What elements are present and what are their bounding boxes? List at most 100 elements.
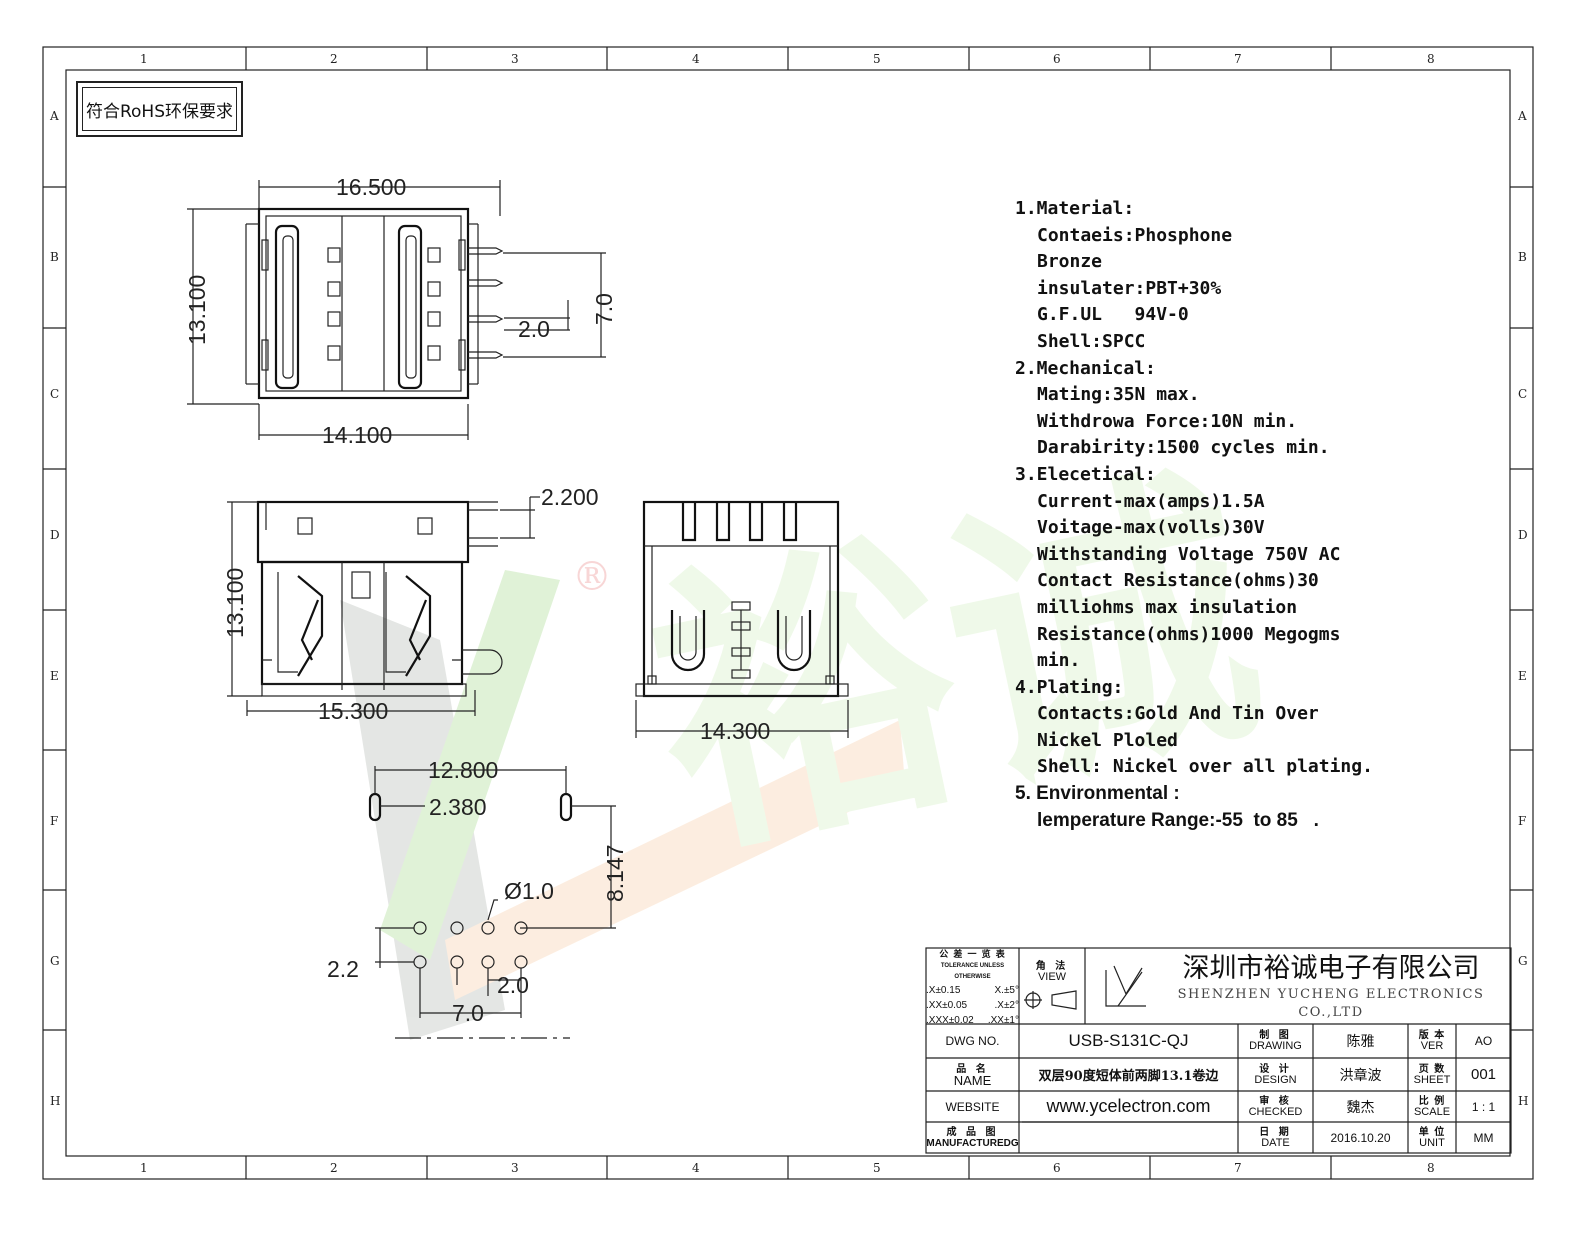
manufacture-label: 成 品 图 MANUFACTUREDG [926,1122,1019,1153]
tolerance-table: 公 差 一 览 表 TOLERANCE UNLESS OTHERWISE .X±… [926,950,1020,1026]
drawing-en: DRAWING [1249,1040,1302,1052]
tolerance-sub: TOLERANCE UNLESS OTHERWISE [940,963,1005,980]
col-label: 8 [1427,1161,1435,1175]
company-name-en: SHENZHEN YUCHENG ELECTRONICS CO.,LTD [1177,987,1485,1020]
scale-value: 1 : 1 [1471,1099,1496,1114]
row-label: H [1518,1094,1528,1108]
design-value: 洪章波 [1339,1067,1382,1084]
spec-line: Voitage-max(volls)30V [1037,517,1265,539]
ver-label: 版 本 VER [1408,1024,1456,1058]
rohs-label: 符合RoHS环保要求 [82,87,237,131]
drawing-value: 陈雅 [1346,1034,1375,1050]
tolerance-value: .XXX±0.02 [926,1015,974,1026]
column-labels-top: 1 2 3 4 5 6 7 8 [140,52,1435,66]
dim-side-height: 13.100 [222,568,248,638]
manufacture-en: MANUFACTUREDG [926,1137,1019,1149]
col-label: 3 [511,52,519,66]
dim-pcb-total: 7.0 [452,1000,484,1026]
side-view: 13.100 2.200 15.300 [222,484,599,724]
scale-en: SCALE [1413,1105,1451,1118]
title-block: 公 差 一 览 表 TOLERANCE UNLESS OTHERWISE .X±… [926,948,1511,1153]
row-label: F [1518,814,1526,828]
dim-pin-span: 7.0 [591,293,617,325]
tolerance-value: .XX±1° [987,1015,1019,1026]
tolerance-value: .XX±0.05 [926,1000,968,1011]
col-label: 7 [1234,52,1242,66]
spec-line: Darabirity:1500 cycles min. [1037,437,1330,459]
row-label: G [50,954,60,968]
company-logo-icon [1105,965,1146,1007]
ver-en: VER [1420,1040,1444,1052]
col-label: 3 [511,1161,519,1175]
dim-pcb-span: 12.800 [428,757,498,783]
row-label: F [50,814,58,828]
dim-pin-pitch: 2.0 [518,316,550,342]
spec-material-title: 1.Material: [1015,198,1135,219]
unit-cn: 单 位 [1418,1126,1446,1138]
col-label: 7 [1234,1161,1242,1175]
checked-cn: 审 核 [1259,1095,1292,1107]
column-labels-bottom: 1 2 3 4 5 6 7 8 [140,1161,1435,1175]
view-cn: 角 法 [1035,961,1069,972]
dim-pcb-slot: 2.380 [429,794,487,820]
front-view: 14.300 [635,500,849,744]
dim-pcb-pitch: 2.0 [497,972,529,998]
spec-line: Mating:35N max. [1037,384,1200,406]
pcb-layout: 12.800 2.380 8.147 Ø1.0 2.2 2.0 7.0 [327,757,628,1039]
spec-line: insulater:PBT+30% [1037,277,1222,299]
dim-pcb-hole: Ø1.0 [504,878,554,904]
spec-line: Shell:SPCC [1037,330,1146,352]
company-name: 深圳市裕诚电子有限公司 SHENZHEN YUCHENG ELECTRONICS… [1151,953,1511,1020]
company-name-cn: 深圳市裕诚电子有限公司 [1182,953,1480,984]
row-label: H [50,1094,60,1108]
sheet-label: 页 数 SHEET [1408,1058,1456,1091]
spec-line: Resistance(ohms)1000 Megogms [1037,623,1341,645]
dim-top-bottom: 14.100 [322,422,392,448]
row-label: B [1518,250,1527,264]
col-label: 6 [1053,1161,1061,1175]
dim-front-width: 14.300 [700,718,770,744]
spec-line: Withstanding Voltage 750V AC [1037,543,1341,565]
spec-line: Contaeis:Phosphone [1037,224,1233,246]
checked-value: 魏杰 [1346,1099,1375,1116]
tolerance-value: X.±5° [994,985,1020,996]
drawing-cn: 制 图 [1259,1030,1292,1041]
specifications: 1.Material: Contaeis:Phosphone Bronze in… [1015,196,1415,834]
spec-line: min. [1037,650,1081,672]
checked-label: 审 核 CHECKED [1238,1091,1313,1122]
row-label: E [1518,669,1527,683]
row-labels-left: A B C D E F G H [49,109,60,1108]
spec-electrical-title: 3.Elecetical: [1015,463,1156,485]
sheet-value: 001 [1470,1066,1497,1083]
spec-line: lemperature Range:-55 to 85 . [1037,809,1319,831]
spec-line: Contacts:Gold And Tin Over [1037,703,1319,725]
spec-plating-title: 4.Plating: [1015,676,1124,698]
row-label: B [50,250,59,264]
website-value[interactable]: www.ycelectron.com [1046,1096,1211,1116]
view-symbol-icon [1024,990,1077,1010]
dim-side-width: 15.300 [318,698,388,724]
dwg-no-value: USB-S131C-QJ [1068,1031,1189,1050]
dim-top-width: 16.500 [336,174,406,200]
spec-line: Contact Resistance(ohms)30 [1037,570,1319,592]
sheet-en: SHEET [1413,1073,1451,1086]
dim-side-tail: 2.200 [541,484,599,510]
title-block-grid [925,947,1512,1154]
ver-cn: 版 本 [1418,1030,1446,1041]
row-label: C [1518,387,1527,401]
drawing-frame: 1 2 3 4 5 6 7 8 1 2 3 4 5 6 7 8 A B C D … [42,46,1534,1180]
drawing-label: 制 图 DRAWING [1238,1024,1313,1058]
dim-pcb-depth: 8.147 [602,844,628,902]
col-label: 4 [692,1161,700,1175]
date-cn: 日 期 [1259,1126,1292,1138]
scale-label: 比 例 SCALE [1408,1091,1456,1122]
spec-line: G.F.UL 94V-0 [1037,304,1189,326]
spec-line: Bronze [1037,251,1103,273]
col-label: 2 [330,1161,338,1175]
dim-pcb-row: 2.2 [327,956,359,982]
row-labels-right: A B C D E F G H [1517,109,1528,1108]
col-label: 8 [1427,52,1435,66]
spec-line: Withdrowa Force:10N min. [1037,410,1298,432]
col-label: 1 [140,52,148,66]
